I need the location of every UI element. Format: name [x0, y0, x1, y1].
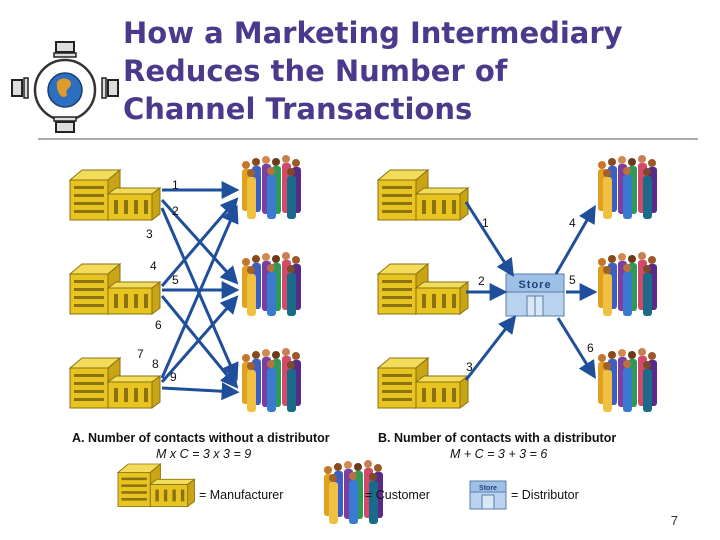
legend-store-label: Store: [479, 485, 497, 492]
contact-label-a3: 3: [146, 227, 153, 241]
title-line-2: Reduces the Number of: [123, 54, 508, 88]
legend-distributor-label: = Distributor: [511, 488, 579, 502]
manufacturer-a2-icon: [69, 263, 161, 315]
contacts-b-arrows: [464, 201, 598, 381]
contact-label-a2: 2: [172, 204, 179, 218]
contact-label-a1: 1: [172, 178, 179, 192]
contact-label-b5: 5: [569, 273, 576, 287]
contacts-a-arrows: [160, 181, 240, 401]
title-line-3: Channel Transactions: [123, 92, 473, 126]
manufacturer-b3-icon: [377, 357, 469, 409]
contact-label-b4: 4: [569, 216, 576, 230]
formula-b: M + C = 3 + 3 = 6: [450, 447, 548, 461]
contact-label-b2: 2: [478, 274, 485, 288]
globe-network-icon: [11, 41, 119, 133]
contact-label-a4: 4: [150, 259, 157, 273]
manufacturer-a3-icon: [69, 357, 161, 409]
contact-label-a8: 8: [152, 357, 159, 371]
distributor-store-icon: [505, 273, 565, 317]
contact-label-b3: 3: [466, 360, 473, 374]
contact-label-a5: 5: [172, 273, 179, 287]
caption-b: B. Number of contacts with a distributor: [378, 431, 617, 445]
page-number: 7: [670, 513, 678, 528]
store-label: Store: [518, 279, 551, 291]
customer-a3-icon: [242, 348, 301, 412]
customer-a2-icon: [242, 252, 301, 316]
customer-b3-icon: [598, 348, 657, 412]
contact-label-a6: 6: [155, 318, 162, 332]
legend-distributor-icon: [469, 480, 507, 510]
caption-a: A. Number of contacts without a distribu…: [72, 431, 330, 445]
manufacturer-b2-icon: [377, 263, 469, 315]
formula-a: M x C = 3 x 3 = 9: [156, 447, 252, 461]
customer-a1-icon: [242, 155, 301, 219]
title-rule: [38, 138, 698, 140]
slide-title: How a Marketing Intermediary Reduces the…: [123, 14, 713, 128]
title-line-1: How a Marketing Intermediary: [123, 16, 623, 50]
contact-label-b6: 6: [587, 341, 594, 355]
manufacturer-a1-icon: [69, 169, 161, 221]
legend-manufacturer-label: = Manufacturer: [199, 488, 284, 502]
contact-label-b1: 1: [482, 216, 489, 230]
customer-b2-icon: [598, 252, 657, 316]
manufacturer-b1-icon: [377, 169, 469, 221]
contact-label-a9: 9: [170, 370, 177, 384]
legend-customer-label: = Customer: [365, 488, 430, 502]
legend-manufacturer-icon: [117, 463, 195, 507]
customer-b1-icon: [598, 155, 657, 219]
contact-label-a7: 7: [137, 347, 144, 361]
